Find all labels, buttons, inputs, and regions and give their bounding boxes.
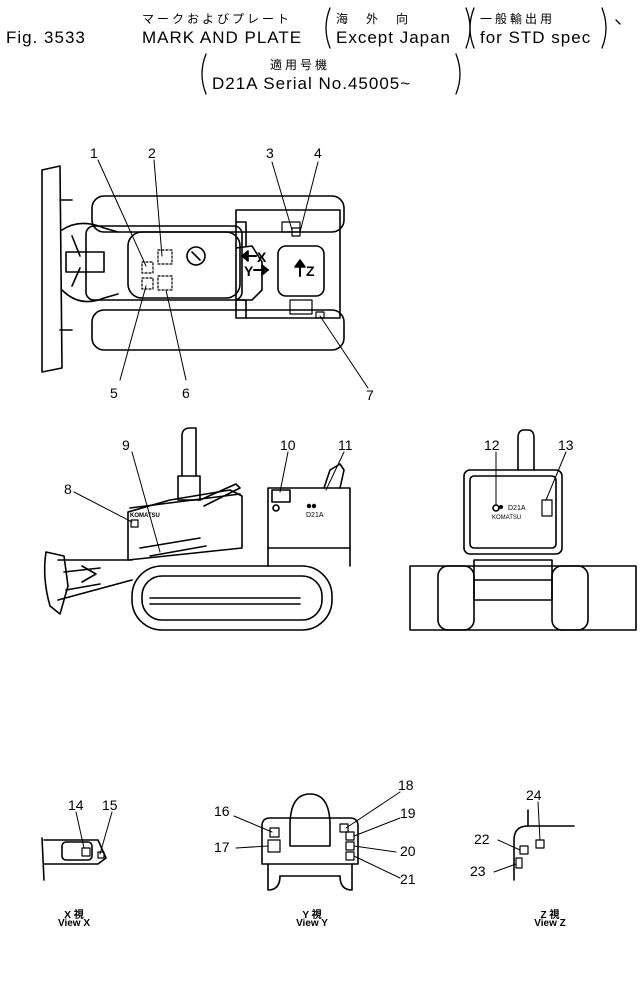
view-z-drawing — [513, 809, 575, 881]
jp-serial-label: 適用号機 — [270, 58, 331, 72]
view-arrow-z-label: Z — [306, 263, 315, 279]
callout-23: 23 — [470, 863, 486, 879]
callout-1: 1 — [90, 145, 98, 161]
en-title: MARK AND PLATE — [142, 28, 303, 47]
callout-2: 2 — [148, 145, 156, 161]
callout-6: 6 — [182, 385, 190, 401]
callout-11: 11 — [338, 437, 353, 453]
view-x-jp-label: X 視 — [64, 910, 84, 921]
applicability-std-spec: for STD spec — [480, 28, 592, 47]
callout-13: 13 — [558, 437, 574, 453]
figure-label: Fig. 3533 — [6, 28, 86, 47]
callout-17: 17 — [214, 839, 230, 855]
view-arrow-letters: X Y Z — [244, 249, 315, 279]
view-z-jp-label: Z 視 — [540, 910, 560, 921]
model-decal-side: D21A — [306, 512, 324, 519]
callout-22: 22 — [474, 831, 490, 847]
view-x-label: View X — [57, 918, 91, 929]
side-view-drawing — [43, 427, 351, 631]
callout-7: 7 — [366, 387, 374, 403]
callout-9: 9 — [122, 437, 130, 453]
callout-20: 20 — [400, 843, 416, 859]
callout-15: 15 — [102, 797, 118, 813]
jp-applicability-std-spec: 一般輸出用 — [480, 12, 556, 26]
callout-14: 14 — [68, 797, 84, 813]
callout-19: 19 — [400, 805, 416, 821]
jp-applicability-except-japan: 海 外 向 — [336, 12, 412, 26]
view-y-drawing — [261, 793, 359, 891]
model-decal-rear: D21A — [508, 505, 526, 512]
callout-4: 4 — [314, 145, 322, 161]
callout-21: 21 — [400, 871, 416, 887]
view-arrow-y-label: Y — [244, 263, 254, 279]
applicability-except-japan: Except Japan — [336, 28, 452, 47]
callout-24: 24 — [526, 787, 542, 803]
view-y-jp-label: Y 視 — [302, 910, 322, 921]
komatsu-decal-rear: KOMATSU — [492, 515, 521, 521]
view-y-label: View Y — [296, 918, 328, 929]
callout-5: 5 — [110, 385, 118, 401]
rear-view-drawing — [409, 429, 637, 631]
callout-numbers: 1 2 3 4 5 6 7 8 9 10 11 12 13 14 15 16 1… — [64, 145, 574, 887]
callout-3: 3 — [266, 145, 274, 161]
top-view-drawing — [41, 165, 345, 373]
serial-applicability: D21A Serial No.45005~ — [212, 74, 412, 93]
view-x-drawing — [41, 837, 107, 881]
leader-lines — [73, 159, 567, 879]
callout-10: 10 — [280, 437, 296, 453]
callout-8: 8 — [64, 481, 72, 497]
view-arrow-x-label: X — [257, 249, 267, 265]
callout-18: 18 — [398, 777, 414, 793]
jp-title: マークおよびプレート — [142, 12, 293, 26]
komatsu-decal-side: KOMATSU — [130, 513, 160, 519]
decal-texts: KOMATSU D21A D21A KOMATSU — [130, 503, 526, 521]
title-brackets — [201, 7, 621, 95]
callout-16: 16 — [214, 803, 230, 819]
view-z-label: View Z — [534, 918, 566, 929]
callout-12: 12 — [484, 437, 500, 453]
